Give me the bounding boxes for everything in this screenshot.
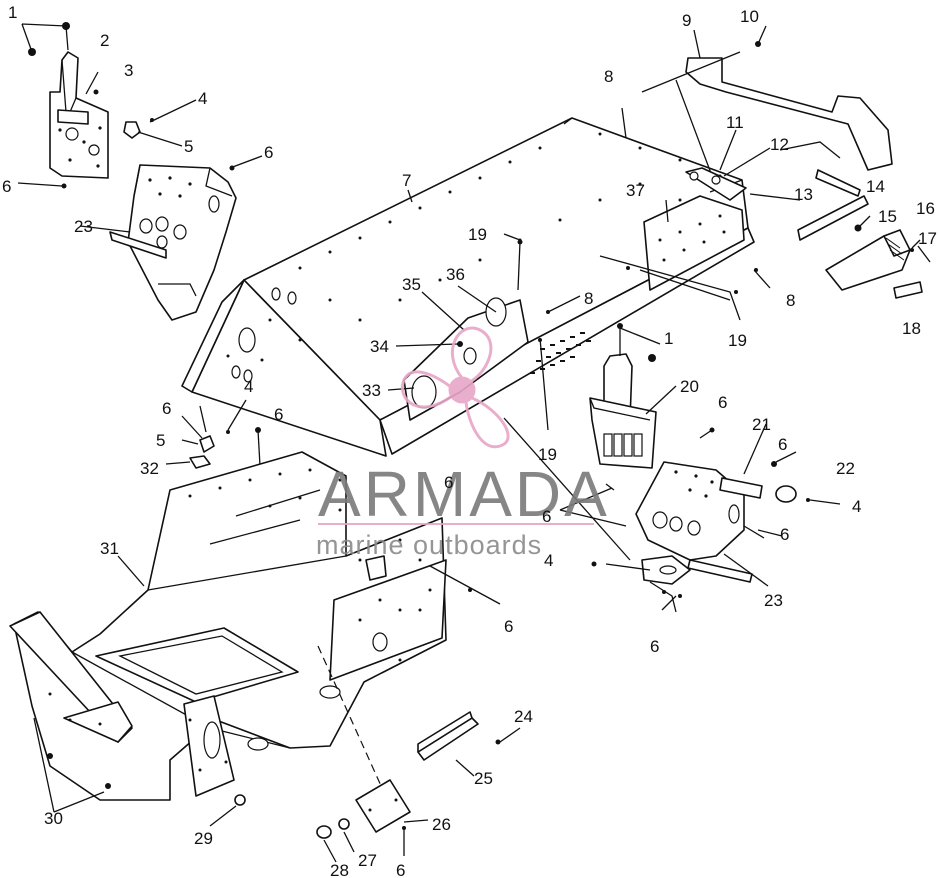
steering-bracket-assembly xyxy=(17,22,197,189)
callout-9: 9 xyxy=(682,11,691,30)
callout-21: 21 xyxy=(752,415,771,434)
propeller-logo xyxy=(401,326,510,449)
callout-1: 1 xyxy=(8,3,17,22)
watermark-tagline: marine outboards xyxy=(316,530,542,560)
callout-36: 36 xyxy=(446,265,465,284)
callout-20: 20 xyxy=(680,377,699,396)
callout-13: 13 xyxy=(794,185,813,204)
callout-6: 6 xyxy=(718,393,727,412)
bottom-bracket-parts xyxy=(316,711,521,863)
callout-7: 7 xyxy=(402,171,411,190)
callout-6: 6 xyxy=(504,617,513,636)
callout-29: 29 xyxy=(194,829,213,848)
callout-33: 33 xyxy=(362,381,381,400)
callout-3: 3 xyxy=(124,61,133,80)
callout-8: 8 xyxy=(786,291,795,310)
callout-22: 22 xyxy=(836,459,855,478)
callout-19: 19 xyxy=(468,225,487,244)
steering-post-slots xyxy=(603,433,643,457)
callout-23: 23 xyxy=(764,591,783,610)
callout-6: 6 xyxy=(274,405,283,424)
callout-labels: 1 2 3 4 5 6 6 23 7 8 9 10 11 12 13 14 15… xyxy=(2,3,937,878)
callout-4: 4 xyxy=(244,377,253,396)
callout-19: 19 xyxy=(538,445,557,464)
motor-mount-right xyxy=(503,417,841,613)
callout-4: 4 xyxy=(852,497,861,516)
callout-32: 32 xyxy=(140,459,159,478)
callout-6: 6 xyxy=(650,637,659,656)
callout-5: 5 xyxy=(184,137,193,156)
callout-6: 6 xyxy=(542,507,551,526)
callout-37: 37 xyxy=(626,181,645,200)
callout-5: 5 xyxy=(156,431,165,450)
armada-watermark: ARMADA marine outboards xyxy=(316,326,610,560)
callout-2: 2 xyxy=(100,31,109,50)
callout-12: 12 xyxy=(770,135,789,154)
callout-17: 17 xyxy=(918,229,937,248)
callout-34: 34 xyxy=(370,337,389,356)
callout-24: 24 xyxy=(514,707,533,726)
callout-28: 28 xyxy=(330,861,349,878)
callout-25: 25 xyxy=(474,769,493,788)
small-clamp-parts xyxy=(165,399,261,469)
front-belly-pan xyxy=(9,451,501,827)
callout-8: 8 xyxy=(584,289,593,308)
callout-35: 35 xyxy=(402,275,421,294)
callout-16: 16 xyxy=(916,199,935,218)
callout-6: 6 xyxy=(264,143,273,162)
callout-6: 6 xyxy=(444,473,453,492)
callout-27: 27 xyxy=(358,851,377,870)
callout-6: 6 xyxy=(778,435,787,454)
callout-15: 15 xyxy=(878,207,897,226)
motor-mount-left xyxy=(79,155,263,321)
callout-6: 6 xyxy=(2,177,11,196)
callout-4: 4 xyxy=(544,551,553,570)
callout-10: 10 xyxy=(740,7,759,26)
callout-18: 18 xyxy=(902,319,921,338)
callout-6: 6 xyxy=(162,399,171,418)
callout-31: 31 xyxy=(100,539,119,558)
callout-30: 30 xyxy=(44,809,63,828)
callout-14: 14 xyxy=(866,177,885,196)
callout-4: 4 xyxy=(198,89,207,108)
belly-pan-rivets xyxy=(48,468,432,772)
callout-19: 19 xyxy=(728,331,747,350)
callout-11: 11 xyxy=(726,113,744,132)
callout-8: 8 xyxy=(604,67,613,86)
callout-6: 6 xyxy=(780,525,789,544)
callout-23: 23 xyxy=(74,217,93,236)
rear-bumper-assembly xyxy=(641,25,931,299)
callout-1: 1 xyxy=(664,329,673,348)
watermark-brand: ARMADA xyxy=(318,458,610,530)
callout-6: 6 xyxy=(396,861,405,878)
callout-26: 26 xyxy=(432,815,451,834)
steering-post xyxy=(589,323,677,469)
